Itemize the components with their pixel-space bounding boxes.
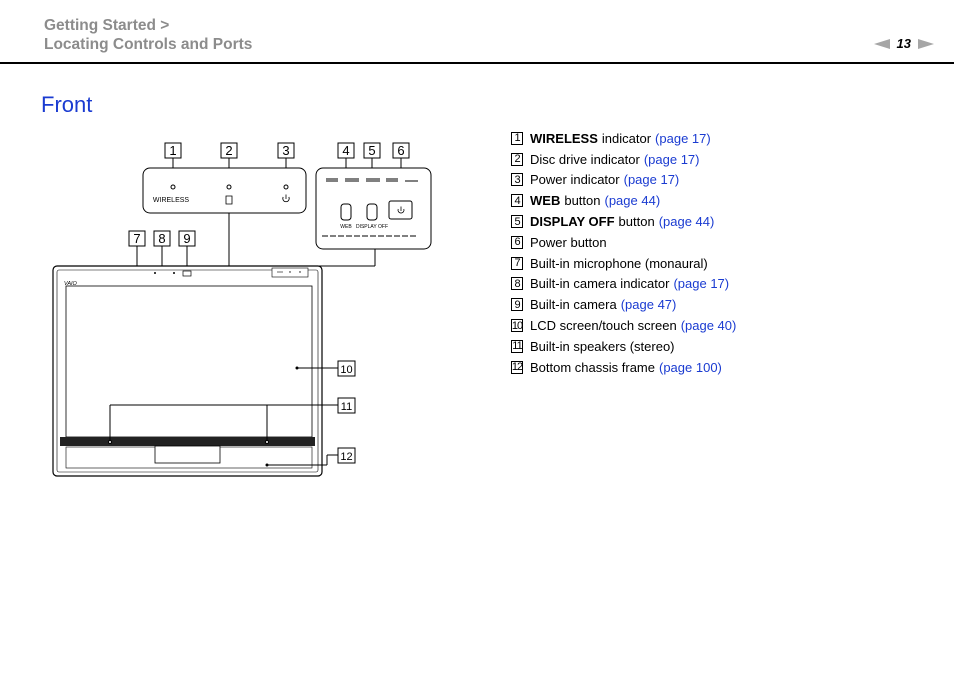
- callout-2: 2: [220, 142, 238, 159]
- legend-item: 11 Built-in speakers (stereo): [511, 336, 736, 357]
- vent-marks: [326, 178, 418, 182]
- legend-number-badge: 10: [511, 319, 523, 333]
- legend-item-text: Built-in camera: [530, 297, 617, 313]
- display-off-button: [366, 203, 378, 221]
- callout-4: 4: [337, 142, 355, 159]
- display-off-label: DISPLAY OFF: [356, 224, 388, 230]
- legend-number-badge: 12: [511, 360, 523, 374]
- page-number: 13: [896, 36, 911, 51]
- legend-item: 8 Built-in camera indicator(page 17): [511, 274, 736, 295]
- power-icon: [397, 206, 405, 214]
- legend-number-badge: 7: [511, 256, 523, 270]
- callout-6-label: 6: [397, 143, 404, 158]
- breadcrumb-parent[interactable]: Getting Started >: [44, 17, 170, 34]
- legend-item-page-link[interactable]: (page 100): [659, 359, 722, 375]
- legend-item-text: button: [564, 193, 601, 209]
- legend-item-page-link[interactable]: (page 44): [658, 214, 715, 230]
- camera-icon: [182, 270, 192, 277]
- legend-item-page-link[interactable]: (page 17): [623, 172, 680, 188]
- legend-item-text: indicator: [601, 130, 652, 146]
- legend-number-badge: 11: [511, 339, 523, 353]
- legend-item: 9 Built-in camera(page 47): [511, 294, 736, 315]
- callout-8-label: 8: [158, 231, 165, 246]
- breadcrumb-current: Locating Controls and Ports: [44, 36, 253, 53]
- next-page-arrow-icon[interactable]: [918, 38, 934, 49]
- callout-2-label: 2: [225, 143, 232, 158]
- legend-number-badge: 1: [511, 131, 523, 145]
- legend-number-badge: 9: [511, 298, 523, 312]
- callout-10-label: 10: [340, 364, 352, 376]
- legend-item: 2 Disc drive indicator(page 17): [511, 149, 736, 170]
- page-navigation: 13: [873, 36, 934, 51]
- brand-logo: VAIO: [64, 281, 78, 287]
- legend-item-text: LCD screen/touch screen: [530, 318, 677, 334]
- legend-item-text: Bottom chassis frame: [530, 359, 655, 375]
- legend-number-badge: 8: [511, 277, 523, 291]
- legend-item-text: Disc drive indicator: [530, 151, 640, 167]
- section-title: Front: [41, 92, 93, 117]
- callout-5: 5: [363, 142, 381, 159]
- callout-10: 10: [337, 360, 356, 377]
- breadcrumb: Getting Started > Locating Controls and …: [44, 16, 252, 54]
- callout-11-label: 11: [341, 401, 352, 413]
- legend-number-badge: 6: [511, 235, 523, 249]
- legend-item: 12 Bottom chassis frame(page 100): [511, 357, 736, 378]
- legend-item-text: Power indicator: [530, 172, 620, 188]
- disc-drive-icon: [225, 195, 233, 205]
- legend-item-bold-label: DISPLAY OFF: [530, 214, 615, 230]
- legend-item-bold-label: WIRELESS: [530, 130, 598, 146]
- legend-item-page-link[interactable]: (page 44): [604, 193, 661, 209]
- legend-number-badge: 4: [511, 194, 523, 208]
- callout-3-label: 3: [282, 143, 289, 158]
- button-detail-panel: WEB DISPLAY OFF: [310, 167, 432, 267]
- callout-1: 1: [164, 142, 182, 159]
- legend-item-page-link[interactable]: (page 17): [643, 151, 700, 167]
- callout-4-label: 4: [342, 143, 349, 158]
- callout-9: 9: [178, 230, 196, 247]
- callout-1-label: 1: [169, 143, 176, 158]
- power-button: [388, 200, 413, 220]
- legend-item-text: Power button: [530, 234, 607, 250]
- indicator-detail-panel: WIRELESS: [142, 167, 307, 273]
- callout-12-label: 12: [340, 451, 352, 463]
- header-divider: [0, 62, 954, 64]
- legend-item-page-link[interactable]: (page 40): [680, 318, 737, 334]
- legend-item-page-link[interactable]: (page 17): [673, 276, 730, 292]
- legend-item-bold-label: WEB: [530, 193, 561, 209]
- legend-item: 6 Power button: [511, 232, 736, 253]
- power-indicator-icon: [282, 194, 290, 203]
- callout-3: 3: [277, 142, 295, 159]
- legend-item-text: Built-in microphone (monaural): [530, 255, 708, 271]
- legend-item: 7 Built-in microphone (monaural): [511, 253, 736, 274]
- wireless-label: WIRELESS: [153, 197, 190, 204]
- callout-7-label: 7: [133, 231, 140, 246]
- legend-item-text: Built-in camera indicator: [530, 276, 670, 292]
- legend-number-badge: 2: [511, 152, 523, 166]
- callout-9-label: 9: [183, 231, 190, 246]
- lcd-screen: [65, 285, 313, 438]
- legend-item: 10 LCD screen/touch screen(page 40): [511, 315, 736, 336]
- legend-number-badge: 3: [511, 173, 523, 187]
- legend-item-text: button: [618, 214, 655, 230]
- legend-item-text: Built-in speakers (stereo): [530, 338, 675, 354]
- callout-12: 12: [337, 447, 356, 464]
- legend-number-badge: 5: [511, 215, 523, 229]
- web-button: [340, 203, 352, 221]
- callout-7: 7: [128, 230, 146, 247]
- legend-item: 3 Power indicator(page 17): [511, 170, 736, 191]
- callout-11: 11: [337, 397, 356, 414]
- callout-8: 8: [153, 230, 171, 247]
- callout-5-label: 5: [368, 143, 375, 158]
- previous-page-arrow-icon[interactable]: [873, 38, 890, 49]
- callout-6: 6: [392, 142, 410, 159]
- computer-front-view: VAIO: [52, 265, 323, 477]
- legend-item-page-link[interactable]: (page 17): [655, 130, 711, 146]
- legend-item-page-link[interactable]: (page 47): [620, 297, 677, 313]
- web-label: WEB: [340, 224, 352, 230]
